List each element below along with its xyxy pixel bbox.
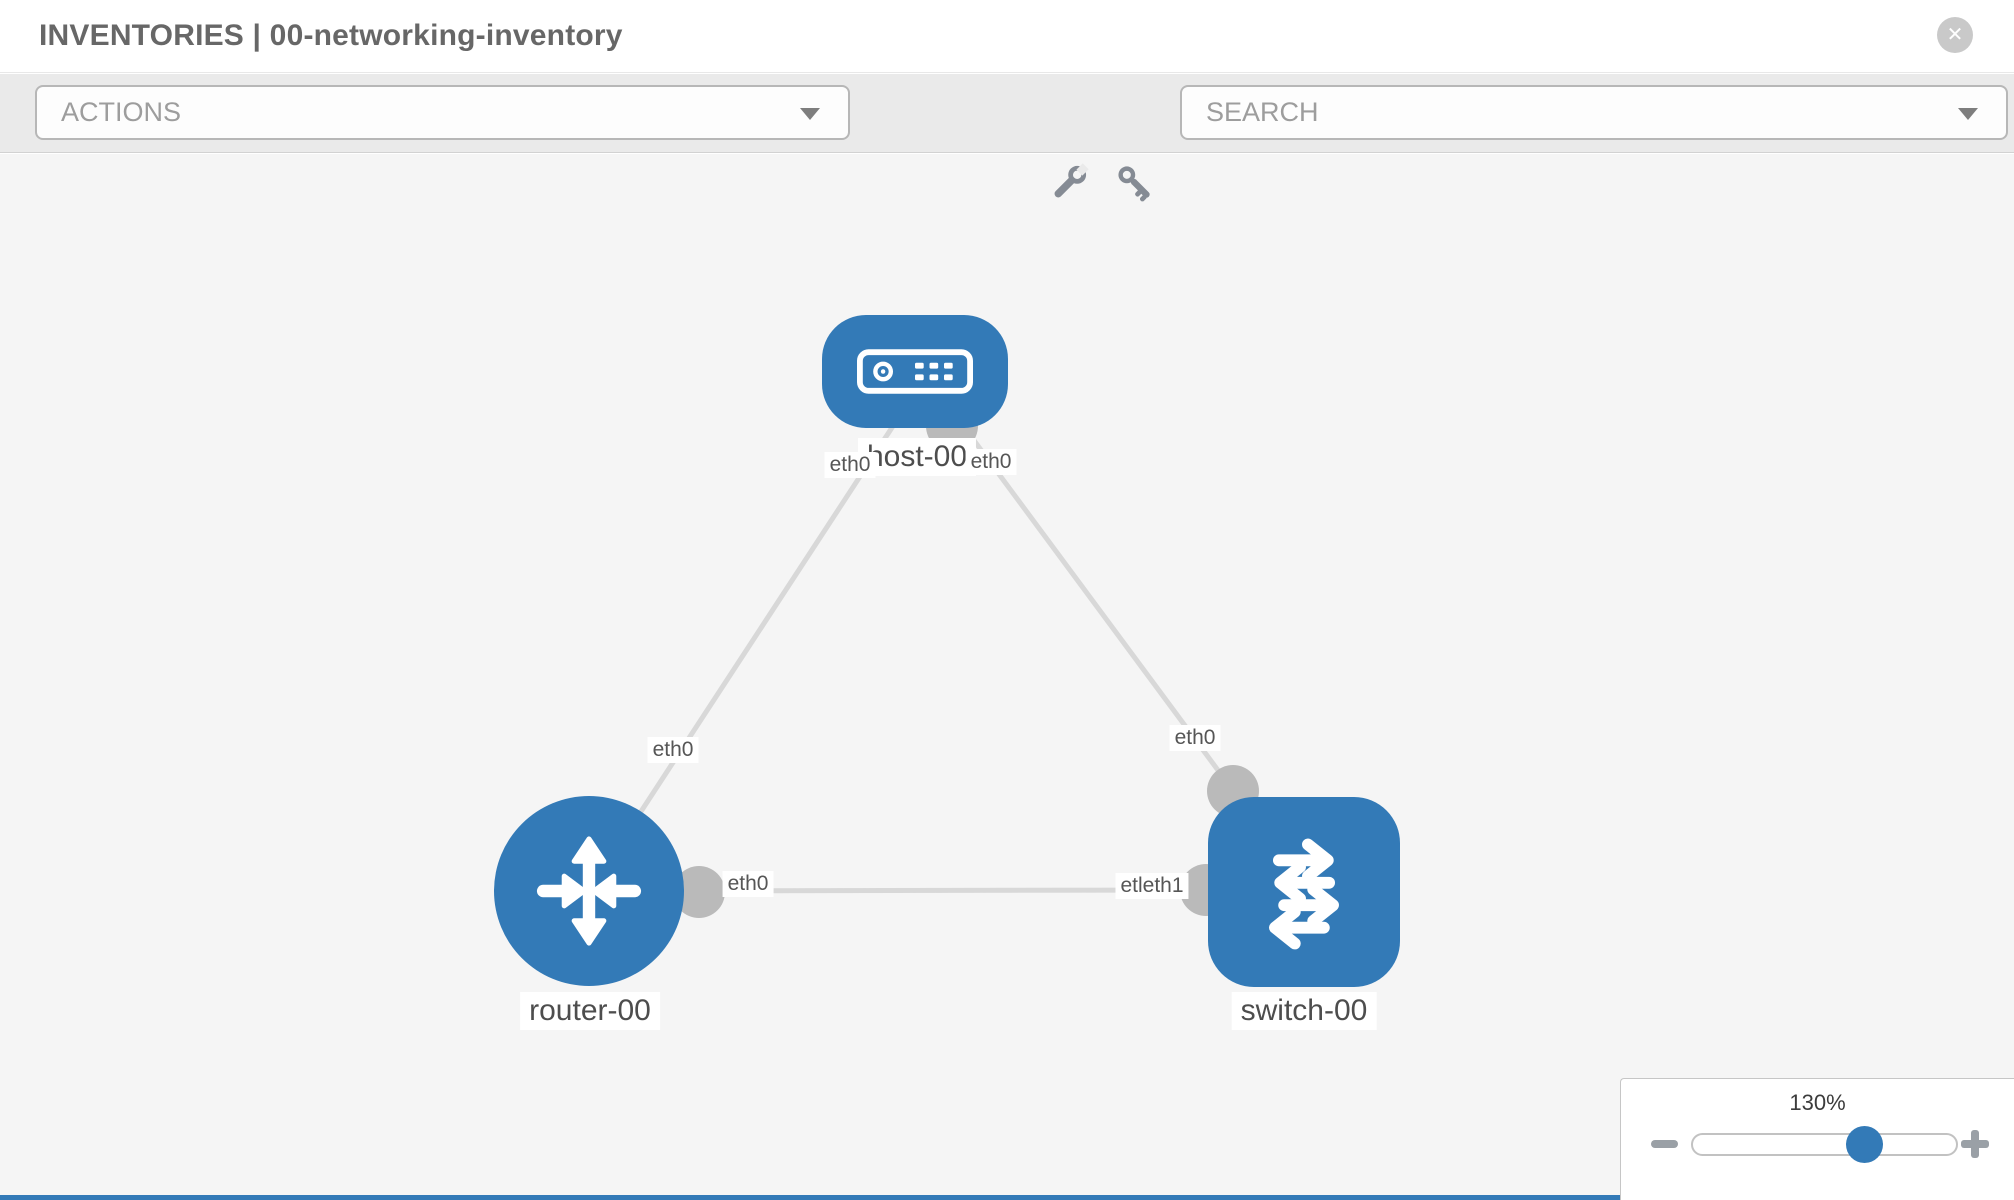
actions-dropdown-label: ACTIONS: [61, 97, 182, 127]
actions-dropdown[interactable]: ACTIONS: [35, 85, 850, 140]
toolbar: ACTIONS SEARCH: [0, 74, 2014, 202]
node-label-host: host-00: [857, 438, 977, 476]
interface-label-router-right: eth0: [722, 871, 774, 897]
wrench-icon: [1054, 163, 1089, 198]
node-router-00[interactable]: [494, 796, 684, 986]
switch-icon: [1269, 838, 1339, 950]
interface-connector-router: [673, 866, 725, 918]
zoom-slider[interactable]: [1691, 1133, 1958, 1156]
close-icon: ✕: [1946, 24, 1964, 46]
chevron-down-icon: [800, 107, 820, 120]
zoom-in-button[interactable]: [1961, 1130, 1989, 1158]
zoom-level-label: 130%: [1789, 1090, 1846, 1115]
zoom-control-panel: 130%: [1620, 1078, 2014, 1200]
page-title: INVENTORIES | 00-networking-inventory: [39, 19, 623, 52]
window-header: INVENTORIES | 00-networking-inventory ✕: [0, 0, 2014, 73]
link-host-router[interactable]: [586, 398, 913, 893]
bottom-edge-bar: [0, 1195, 1620, 1200]
interface-label-router-top: eth0: [647, 737, 699, 763]
zoom-slider-thumb[interactable]: [1846, 1126, 1883, 1163]
credentials-key-button[interactable]: [1112, 160, 1158, 206]
key-icon: [1118, 166, 1150, 202]
key-management-wrench-button[interactable]: [1046, 160, 1092, 206]
node-switch-00[interactable]: [1208, 797, 1400, 987]
node-host-00[interactable]: [822, 315, 1008, 428]
host-icon: [857, 349, 973, 394]
node-label-switch: switch-00: [1231, 992, 1377, 1030]
interface-label-switch-left: etleth1: [1115, 873, 1189, 899]
search-dropdown-label: SEARCH: [1206, 97, 1319, 127]
interface-label-host-right: eth0: [965, 449, 1017, 475]
search-dropdown[interactable]: SEARCH: [1180, 85, 2008, 140]
interface-label-switch-top: eth0: [1169, 725, 1221, 751]
chevron-down-icon: [1958, 107, 1978, 120]
topology-canvas[interactable]: [0, 154, 2014, 1200]
close-button[interactable]: ✕: [1937, 17, 1973, 53]
zoom-out-button[interactable]: [1651, 1140, 1678, 1148]
node-label-router: router-00: [520, 992, 660, 1030]
interface-label-host-left: eth0: [824, 452, 876, 478]
router-icon: [536, 836, 642, 946]
